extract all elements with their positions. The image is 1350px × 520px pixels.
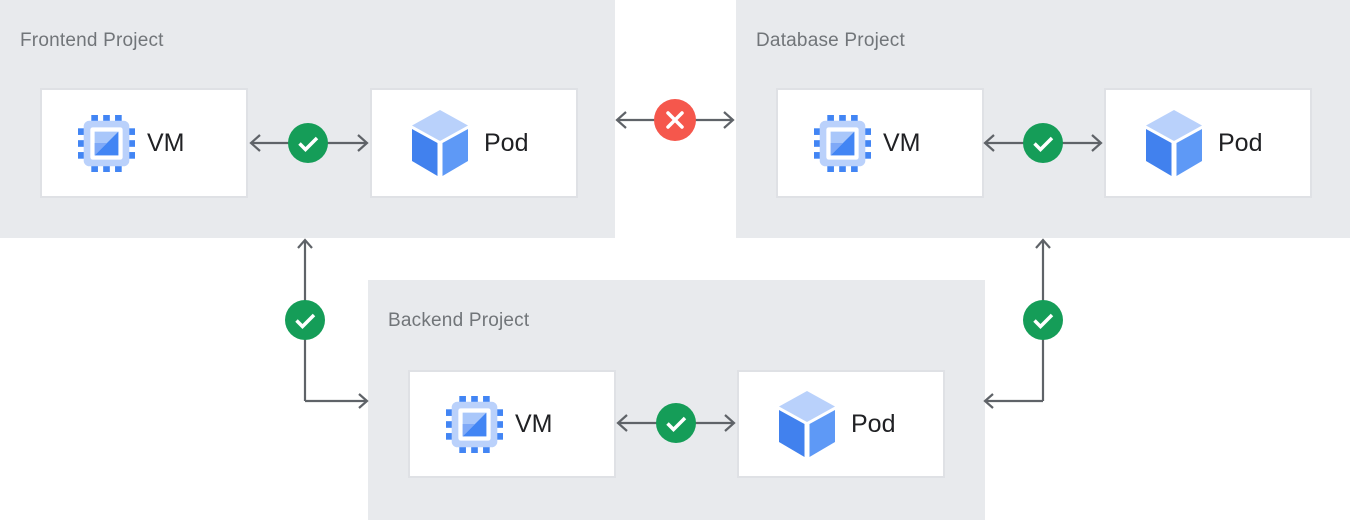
vm-label: VM <box>147 128 185 157</box>
check-icon <box>656 403 696 443</box>
status-badge-allowed-database-internal <box>1023 123 1063 163</box>
status-badge-allowed-frontend-backend <box>285 300 325 340</box>
check-icon <box>288 123 328 163</box>
status-badge-allowed-backend-internal <box>656 403 696 443</box>
status-badge-allowed-database-backend <box>1023 300 1063 340</box>
cross-icon <box>654 99 696 141</box>
status-badge-allowed-frontend-internal <box>288 123 328 163</box>
vm-node-frontend: VM <box>40 88 248 198</box>
check-icon <box>1023 123 1063 163</box>
pod-icon <box>1142 108 1206 178</box>
vm-label: VM <box>515 409 553 438</box>
check-icon <box>1023 300 1063 340</box>
vm-icon <box>78 115 135 172</box>
pod-node-database: Pod <box>1104 88 1312 198</box>
vm-node-backend: VM <box>408 370 616 478</box>
vm-label: VM <box>883 128 921 157</box>
vm-icon <box>814 115 871 172</box>
check-icon <box>285 300 325 340</box>
project-label-database: Database Project <box>756 30 905 51</box>
pod-label: Pod <box>1218 128 1263 157</box>
project-label-frontend: Frontend Project <box>20 30 164 51</box>
vm-node-database: VM <box>776 88 984 198</box>
pod-label: Pod <box>851 409 896 438</box>
pod-node-frontend: Pod <box>370 88 578 198</box>
pod-icon <box>775 389 839 459</box>
pod-label: Pod <box>484 128 529 157</box>
project-label-backend: Backend Project <box>388 310 530 331</box>
status-badge-blocked-frontend-database <box>654 99 696 141</box>
pod-icon <box>408 108 472 178</box>
vm-icon <box>446 396 503 453</box>
pod-node-backend: Pod <box>737 370 945 478</box>
